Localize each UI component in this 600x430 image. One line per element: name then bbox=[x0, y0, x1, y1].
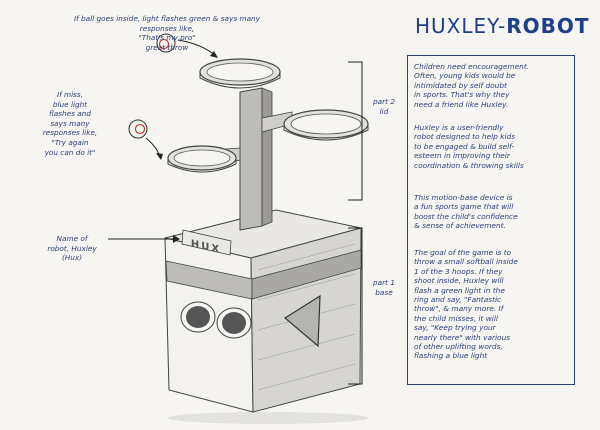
right-band bbox=[251, 249, 362, 300]
title-part-1: HUXLEY- bbox=[415, 14, 507, 38]
left-hoop bbox=[167, 145, 237, 173]
left-eye bbox=[180, 301, 216, 333]
bracket-part2 bbox=[348, 61, 363, 201]
hux-label-panel bbox=[181, 229, 232, 256]
right-hoop bbox=[283, 109, 369, 141]
base-shading bbox=[257, 243, 356, 391]
annotation-ball-inside: If ball goes inside, light flashes green… bbox=[74, 14, 260, 52]
right-eye bbox=[216, 307, 252, 339]
floor-shadow bbox=[168, 412, 368, 424]
pole-side bbox=[261, 87, 273, 227]
annotation-name: Name of robot, Huxley (Hux) bbox=[47, 234, 97, 263]
side-triangle bbox=[283, 294, 321, 348]
top-hoop bbox=[199, 58, 281, 89]
page-title: HUXLEY-ROBOT bbox=[415, 14, 590, 38]
arrowhead-top bbox=[210, 51, 218, 58]
description-paragraph-3: This motion-base device is a fun sports … bbox=[414, 193, 518, 231]
arrowhead-name bbox=[173, 235, 180, 243]
description-paragraph-1: Children need encouragement. Often, youn… bbox=[414, 62, 530, 109]
arrowhead-miss bbox=[156, 153, 163, 160]
bracket-part1 bbox=[348, 227, 363, 385]
softball-miss-icon bbox=[128, 119, 148, 139]
title-part-2: ROBOT bbox=[506, 14, 590, 38]
softball-top-icon bbox=[156, 33, 176, 53]
pole bbox=[239, 87, 263, 231]
label-part2-lid: part 2 lid bbox=[373, 97, 395, 116]
description-paragraph-4: The goal of the game is to throw a small… bbox=[414, 248, 518, 361]
label-part1-base: part 1 base bbox=[373, 278, 395, 297]
annotation-miss: If miss, blue light flashes and says man… bbox=[42, 90, 98, 157]
description-paragraph-2: Huxley is a user-friendly robot designed… bbox=[414, 123, 524, 170]
description-box bbox=[407, 55, 575, 385]
